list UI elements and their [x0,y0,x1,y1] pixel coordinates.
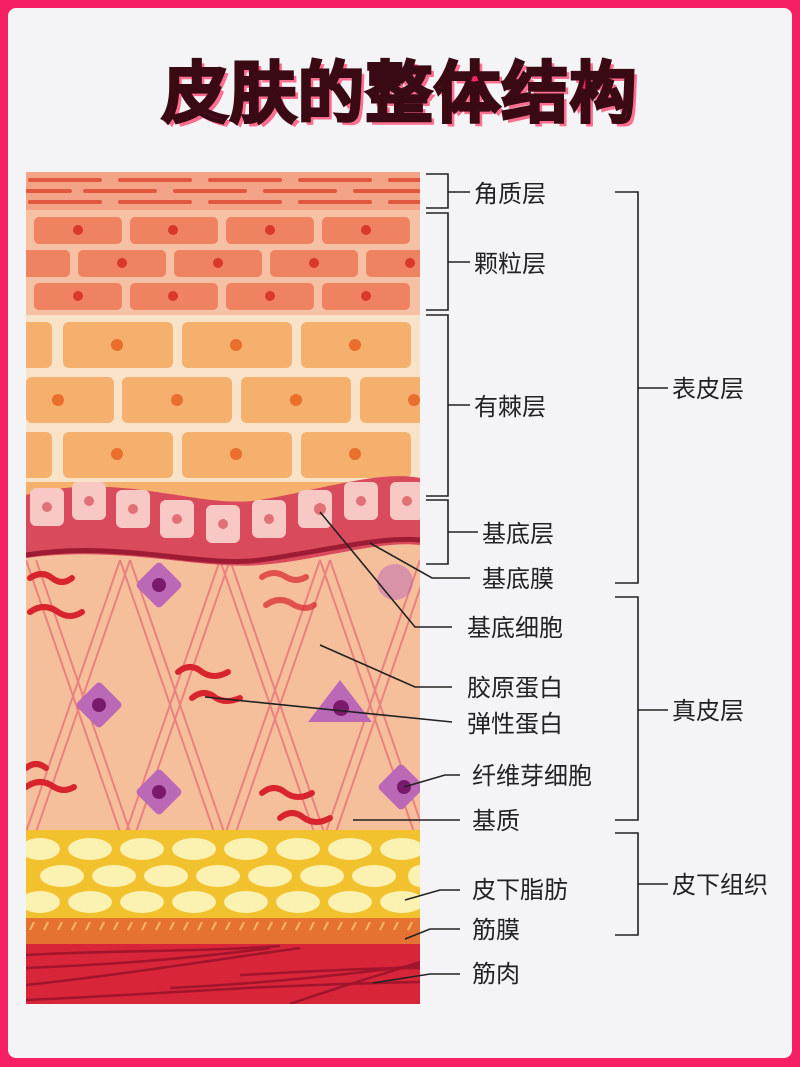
label-basement-membrane: 基底膜 [482,565,554,593]
label-fascia: 筋膜 [472,916,520,944]
label-basal-cell: 基底细胞 [467,614,563,642]
label-collagen: 胶原蛋白 [467,674,563,702]
label-stratum-basale: 基底层 [482,520,554,548]
label-stratum-corneum: 角质层 [474,180,546,208]
stratum-basale-layer [26,476,420,566]
label-fibroblast: 纤维芽细胞 [472,762,592,790]
dermis-layer [26,520,420,833]
leader-lines [204,173,668,984]
group-label-dermis: 真皮层 [672,697,744,725]
label-matrix: 基质 [472,807,520,835]
label-subcutaneous-fat: 皮下脂肪 [472,876,568,904]
label-stratum-granulosum: 颗粒层 [474,250,546,278]
page-title: 皮肤的整体结构 [161,54,638,134]
fascia-layer [26,918,420,944]
muscle-layer [26,944,420,1004]
group-label-subcutaneous: 皮下组织 [672,871,768,899]
stratum-granulosum-layer [26,210,420,315]
label-elastin: 弹性蛋白 [467,710,563,738]
stratum-corneum-layer [26,172,420,210]
label-muscle: 筋肉 [472,960,520,988]
group-label-epidermis: 表皮层 [672,375,744,403]
subcutaneous-fat-layer [26,830,420,920]
label-stratum-spinosum: 有棘层 [474,393,546,421]
